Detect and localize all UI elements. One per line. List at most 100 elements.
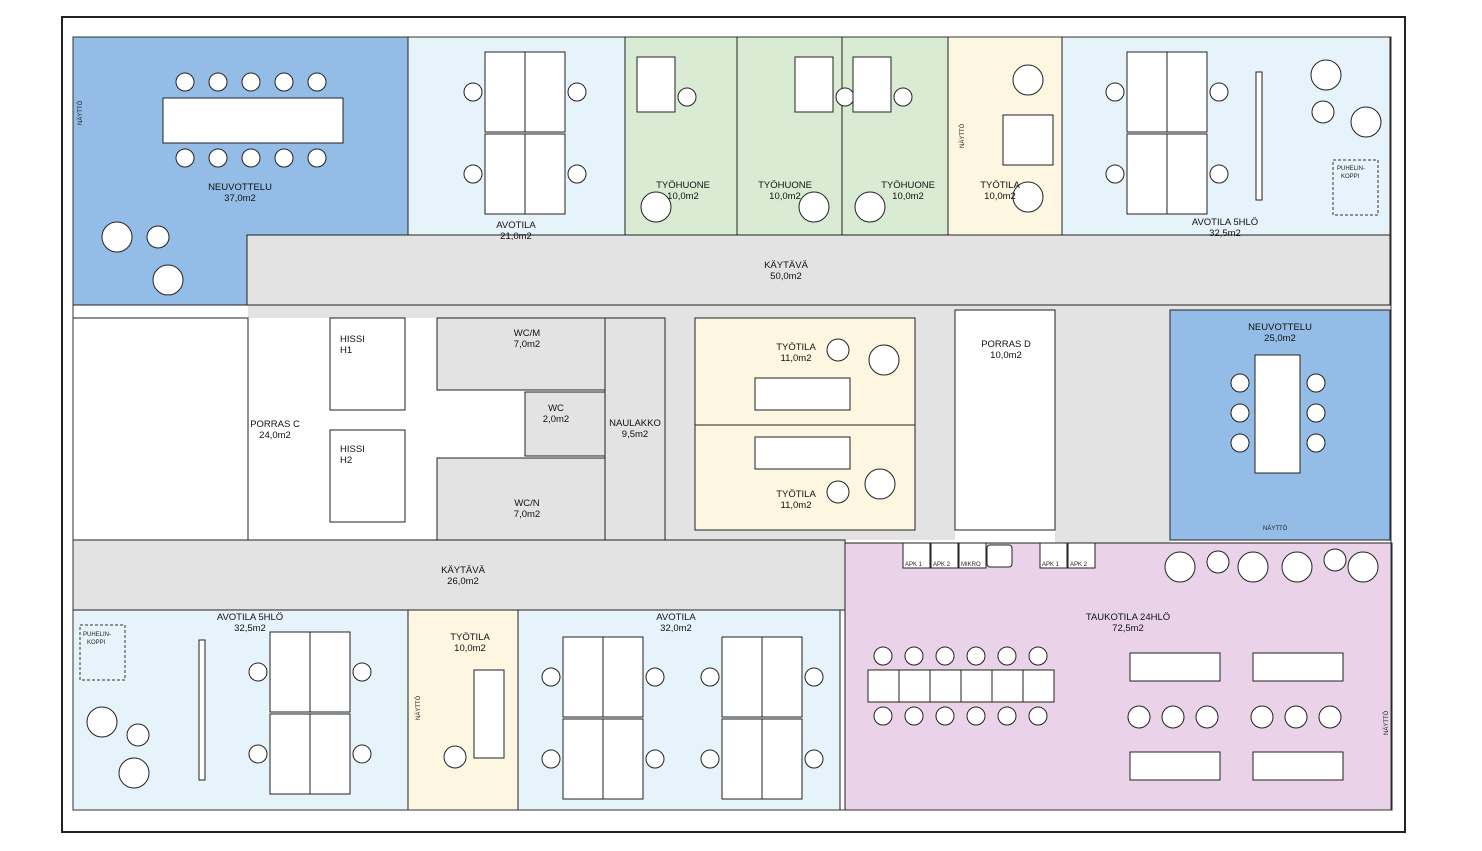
room-avotila5a [1061, 36, 1391, 236]
lounge-chair-icon [118, 757, 150, 789]
desk [473, 669, 505, 759]
room-porrasD [954, 309, 1056, 531]
lounge-chair-icon [1012, 181, 1044, 213]
chair-icon [1230, 403, 1250, 423]
kitchen-unit [1039, 542, 1068, 569]
chair-icon [893, 87, 913, 107]
chair-icon [241, 72, 261, 92]
chair-icon [1209, 82, 1229, 102]
room-area: 26,0m2 [447, 576, 479, 587]
phone-booth-label: PUHELIN- [1337, 166, 1365, 172]
round-table [1161, 705, 1185, 729]
lounge-chair-icon [152, 264, 184, 296]
room-name: TYÖTILA [776, 342, 816, 353]
room-area: 10,0m2 [892, 191, 924, 202]
outer-wall [61, 16, 1406, 833]
room-name: WC/N [514, 498, 539, 509]
chair-icon [567, 164, 587, 184]
phone-booth-bottom [79, 624, 126, 681]
desk [524, 51, 566, 133]
display-label: NÄYTTÖ [77, 100, 84, 125]
desk [721, 718, 763, 800]
lounge-chair-icon [101, 221, 133, 253]
round-table [126, 723, 150, 747]
desk [754, 436, 851, 470]
chair-icon [1306, 433, 1326, 453]
chair-icon [966, 646, 986, 666]
room-area: 2,0m2 [543, 414, 569, 425]
chair-icon [1105, 164, 1125, 184]
chair-icon [352, 744, 372, 764]
kitchen-unit-label: APK 1 [1042, 562, 1060, 568]
room-area: 10,0m2 [454, 643, 486, 654]
chair-icon [1230, 433, 1250, 453]
chair-icon [997, 706, 1017, 726]
sink-icon [986, 544, 1013, 568]
corridor-fill [1055, 305, 1170, 543]
desk [602, 718, 644, 800]
chair-icon [645, 667, 665, 687]
desk [721, 636, 763, 718]
chair-icon [307, 72, 327, 92]
chair-icon [677, 87, 697, 107]
room-area: 21,0m2 [500, 231, 532, 242]
desk [524, 133, 566, 215]
room-wcn [436, 457, 606, 541]
room-name: TAUKOTILA 24HLÖ [1086, 612, 1170, 623]
inner-wall [72, 36, 1392, 811]
room-area: 37,0m2 [224, 193, 256, 204]
chair-icon [567, 82, 587, 102]
lounge-chair-icon [868, 344, 900, 376]
screen-wall [198, 639, 206, 781]
chair-icon [1306, 373, 1326, 393]
round-table [1323, 548, 1347, 572]
lounge-chair-icon [640, 191, 672, 223]
chair-icon [804, 749, 824, 769]
phone-booth-label: KOPPI [87, 640, 106, 646]
desk [761, 636, 803, 718]
room-area: 11,0m2 [781, 500, 812, 511]
desk [794, 56, 834, 113]
room-wcm [436, 317, 606, 391]
lounge-chair-icon [1310, 59, 1342, 91]
desk [162, 97, 344, 144]
room-area: 32,5m2 [234, 623, 266, 634]
chair-icon [1028, 706, 1048, 726]
room-area: 11,0m2 [781, 353, 812, 364]
room-name: NEUVOTTELU [208, 182, 272, 193]
round-table [1127, 705, 1151, 729]
room-area: 9,5m2 [622, 429, 648, 440]
rooms-layer [72, 36, 1393, 811]
lounge-chair-icon [1164, 551, 1196, 583]
chair-icon [175, 72, 195, 92]
room-name: WC/M [514, 328, 540, 339]
desk [960, 669, 993, 703]
lounge-chair-icon [864, 468, 896, 500]
room-area: 10,0m2 [984, 191, 1016, 202]
desk [1002, 114, 1054, 166]
desk [1129, 751, 1221, 781]
desk [754, 377, 851, 411]
room-area: 7,0m2 [514, 339, 540, 350]
desk [636, 56, 676, 113]
room-area: 32,0m2 [660, 623, 692, 634]
chair-icon [835, 87, 855, 107]
round-table [1250, 705, 1274, 729]
chair-icon [904, 646, 924, 666]
room-area: H1 [340, 345, 352, 356]
lounge-chair-icon [798, 191, 830, 223]
room-area: 50,0m2 [770, 271, 802, 282]
chair-icon [1028, 646, 1048, 666]
kitchen-unit [958, 542, 987, 569]
room-name: PORRAS D [981, 339, 1031, 350]
room-name: KÄYTÄVÄ [441, 565, 485, 576]
lounge-chair-icon [1350, 106, 1382, 138]
furniture-layer [86, 51, 1382, 800]
desk [562, 636, 604, 718]
room-area: 24,0m2 [259, 430, 291, 441]
chair-icon [352, 662, 372, 682]
chair-icon [935, 646, 955, 666]
chair-icon [873, 706, 893, 726]
kitchen-unit-label: APK 1 [905, 562, 923, 568]
